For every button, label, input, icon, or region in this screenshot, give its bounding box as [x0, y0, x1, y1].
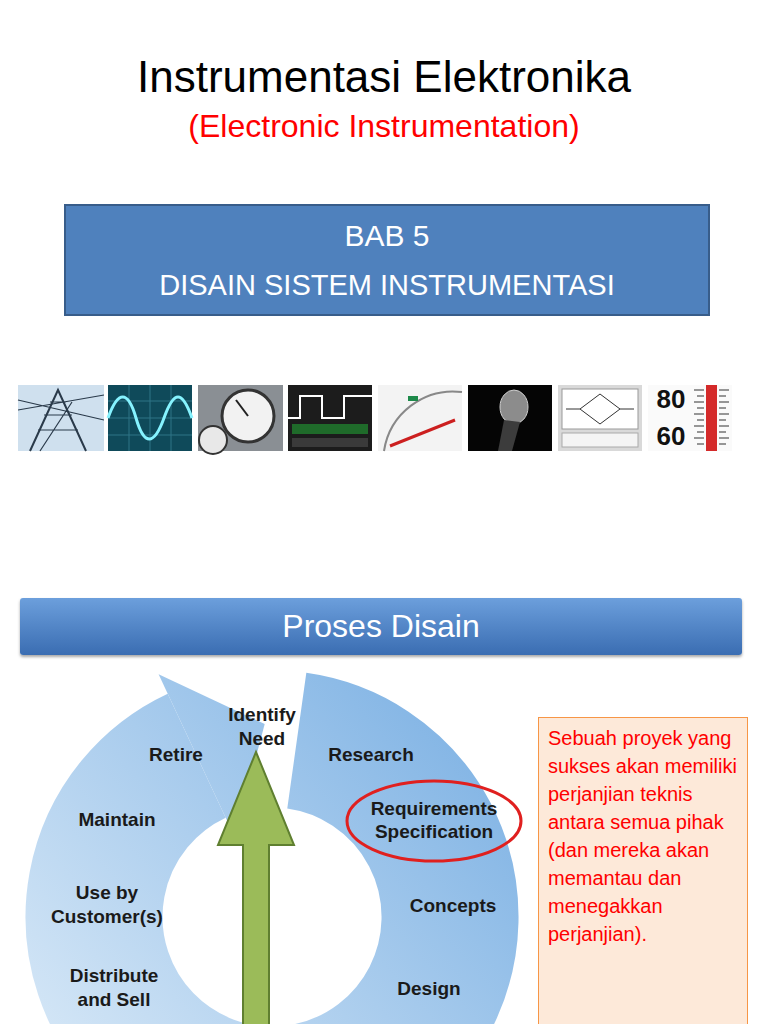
note-box: Sebuah proyek yang sukses akan memiliki …	[538, 717, 748, 1024]
scale-number: 60	[649, 420, 693, 453]
schematic-photo	[558, 385, 642, 451]
page-title: Instrumentasi Elektronika	[0, 52, 768, 102]
image-strip	[18, 385, 732, 454]
square-wave	[288, 396, 372, 418]
subtitle: (Electronic Instrumentation)	[34, 106, 734, 146]
photo-bg	[288, 385, 372, 451]
photo-bg	[378, 385, 462, 451]
photo-bg	[468, 385, 552, 451]
stage-label: Concepts	[398, 894, 508, 918]
stage-label: Research	[316, 743, 426, 767]
mic-head	[500, 390, 528, 424]
stage-label: Use by Customer(s)	[44, 881, 170, 929]
dial-needle	[390, 420, 455, 446]
note-text: Sebuah proyek yang sukses akan memiliki …	[548, 724, 738, 948]
up-arrow	[218, 752, 294, 1024]
oscilloscope-photo	[108, 385, 192, 451]
stage-label: Requirements Specification	[363, 798, 505, 844]
dial-mark	[408, 396, 418, 401]
photo-bg	[558, 385, 642, 451]
gauge-photo	[198, 385, 283, 454]
gauge-needle	[236, 400, 248, 416]
stage-label: Identify Need	[213, 703, 311, 751]
stage-label: Retire	[131, 743, 221, 767]
stage-label: Maintain	[62, 808, 172, 832]
schematic-table	[562, 433, 638, 447]
signal-band	[292, 424, 368, 434]
dial-arc	[384, 391, 462, 451]
digital-signal-photo	[288, 385, 372, 451]
photo-bg	[18, 385, 104, 451]
bridge-circuit	[566, 394, 634, 424]
chapter-title: DISAIN SISTEM INSTRUMENTASI	[159, 268, 614, 303]
scale-number: 80	[649, 383, 693, 416]
chapter-number: BAB 5	[344, 218, 429, 254]
tower-wire	[18, 395, 104, 451]
photo-bg	[108, 385, 192, 451]
sine-wave	[108, 397, 192, 439]
ellipse-shape	[347, 781, 521, 861]
thermo-bar	[706, 385, 717, 451]
stage-label: Design	[379, 977, 479, 1001]
thermo-ticks	[694, 390, 729, 444]
schematic-panel	[562, 389, 638, 429]
highlight-ellipse: Requirements Specification	[345, 779, 523, 863]
gauge-face	[199, 426, 227, 454]
scope-grid	[108, 385, 192, 451]
tower-photo	[18, 385, 104, 451]
chapter-box: BAB 5 DISAIN SISTEM INSTRUMENTASI	[64, 204, 710, 316]
section-title: Proses Disain	[282, 607, 479, 645]
signal-band	[292, 438, 368, 447]
microphone-photo	[468, 385, 552, 451]
stage-label: Distribute and Sell	[60, 964, 168, 1012]
dial-photo	[378, 385, 462, 451]
section-banner: Proses Disain	[20, 598, 742, 655]
mic-handle	[498, 420, 520, 451]
gauge-face	[222, 390, 274, 442]
